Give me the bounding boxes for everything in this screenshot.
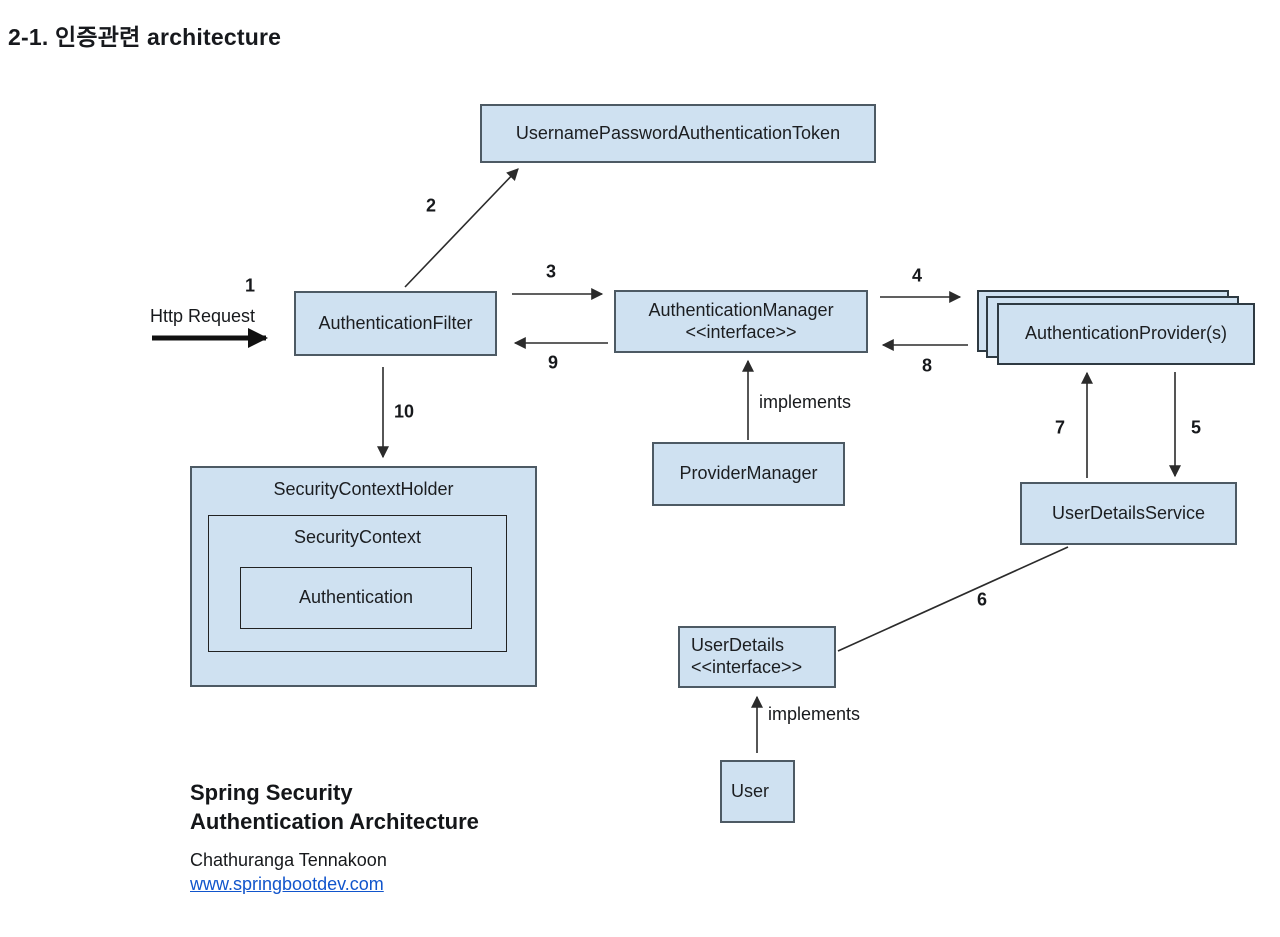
- footer-author: Chathuranga Tennakoon: [190, 850, 387, 871]
- node-authentication-manager: AuthenticationManager <<interface>>: [614, 290, 868, 353]
- node-label: UsernamePasswordAuthenticationToken: [515, 122, 841, 143]
- node-stereotype: <<interface>>: [685, 321, 797, 342]
- step-6-label: 6: [976, 589, 988, 610]
- footer-caption-line2: Authentication Architecture: [190, 809, 479, 835]
- node-label: UserDetails: [691, 635, 785, 656]
- step-7-label: 7: [1054, 417, 1066, 438]
- http-request-label: Http Request: [150, 306, 256, 326]
- node-label: ProviderManager: [679, 463, 818, 484]
- footer: Spring Security Authentication Architect…: [190, 778, 479, 895]
- implements-label-user: implements: [768, 704, 861, 724]
- node-label: SecurityContext: [293, 527, 422, 547]
- node-label: Authentication: [298, 587, 414, 608]
- node-authentication-providers: AuthenticationProvider(s): [997, 303, 1255, 365]
- step-1-label: 1: [244, 275, 256, 296]
- implements-label-provider-manager: implements: [759, 392, 852, 412]
- node-user-details-service: UserDetailsService: [1020, 482, 1237, 545]
- node-authentication: Authentication: [240, 567, 472, 629]
- node-stereotype: <<interface>>: [691, 657, 803, 677]
- node-username-password-authentication-token: UsernamePasswordAuthenticationToken: [480, 104, 876, 163]
- node-provider-manager: ProviderManager: [652, 442, 845, 506]
- step-2-label: 2: [425, 195, 437, 216]
- page-title: 2-1. 인증관련 architecture: [8, 24, 282, 50]
- node-label: SecurityContextHolder: [273, 479, 454, 499]
- footer-caption-line1: Spring Security: [190, 780, 353, 805]
- node-label: AuthenticationManager: [648, 299, 834, 320]
- node-security-context-holder: SecurityContextHolder SecurityContext Au…: [190, 466, 537, 687]
- node-authentication-filter: AuthenticationFilter: [294, 291, 497, 356]
- node-label: AuthenticationFilter: [318, 312, 473, 333]
- line-step-6: [837, 546, 1069, 652]
- arrow-step-2: [404, 168, 519, 288]
- step-9-label: 9: [547, 352, 559, 373]
- node-label: UserDetailsService: [1051, 502, 1206, 523]
- step-5-label: 5: [1190, 417, 1202, 438]
- node-security-context: SecurityContext Authentication: [208, 515, 507, 652]
- footer-website-link[interactable]: www.springbootdev.com: [190, 874, 384, 895]
- step-8-label: 8: [921, 355, 933, 376]
- node-user-details: UserDetails <<interface>>: [678, 626, 836, 688]
- step-4-label: 4: [911, 265, 923, 286]
- node-label: User: [731, 780, 770, 801]
- step-10-label: 10: [393, 401, 415, 422]
- node-user: User: [720, 760, 795, 823]
- node-label: AuthenticationProvider(s): [1024, 323, 1228, 344]
- step-3-label: 3: [545, 261, 557, 282]
